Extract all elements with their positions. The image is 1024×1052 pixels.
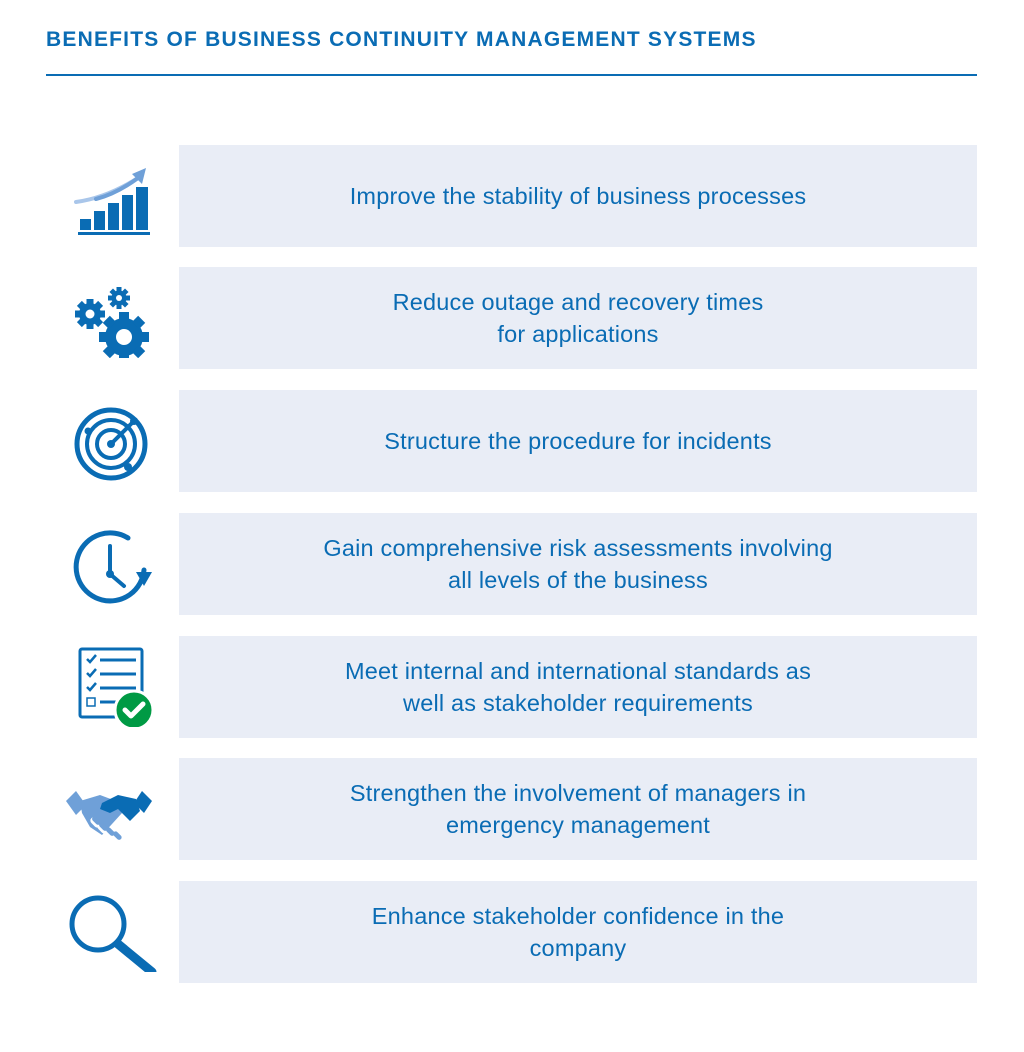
magnifier-icon xyxy=(66,892,158,972)
benefit-label-line: Reduce outage and recovery times xyxy=(392,289,764,315)
benefit-panel: Reduce outage and recovery times for app… xyxy=(179,267,977,369)
benefit-label: Structure the procedure for incidents xyxy=(384,425,772,457)
title-divider xyxy=(46,74,977,76)
benefit-row-confidence: Enhance stakeholder confidence in the co… xyxy=(0,881,1024,983)
benefit-label-line: well as stakeholder requirements xyxy=(403,690,753,716)
handshake-icon xyxy=(66,769,158,849)
benefit-label: Enhance stakeholder confidence in the co… xyxy=(372,900,784,964)
benefit-row-outage: Reduce outage and recovery times for app… xyxy=(0,267,1024,369)
benefit-panel: Structure the procedure for incidents xyxy=(179,390,977,492)
benefit-row-risk: Gain comprehensive risk assessments invo… xyxy=(0,513,1024,615)
benefit-label: Gain comprehensive risk assessments invo… xyxy=(323,532,832,596)
benefit-label-line: Meet internal and international standard… xyxy=(344,658,812,684)
benefit-panel: Strengthen the involvement of managers i… xyxy=(179,758,977,860)
benefit-label-line: all levels of the business xyxy=(448,567,708,593)
page-title: BENEFITS OF BUSINESS CONTINUITY MANAGEME… xyxy=(46,28,757,51)
benefit-label-line: emergency management xyxy=(446,812,710,838)
clock-icon xyxy=(66,524,158,604)
benefit-label-line: Structure the procedure for incidents xyxy=(384,428,772,454)
benefit-row-managers: Strengthen the involvement of managers i… xyxy=(0,758,1024,860)
benefit-row-standards: Meet internal and international standard… xyxy=(0,636,1024,738)
benefit-label: Strengthen the involvement of managers i… xyxy=(350,777,806,841)
benefit-label: Meet internal and international standard… xyxy=(345,655,811,719)
benefit-label: Improve the stability of business proces… xyxy=(350,180,807,212)
benefit-panel: Meet internal and international standard… xyxy=(179,636,977,738)
benefit-label-line: Strengthen the involvement of managers i… xyxy=(349,780,807,806)
benefit-label-line: company xyxy=(529,935,627,961)
benefit-label-line: Gain comprehensive risk assessments invo… xyxy=(323,535,833,561)
radar-icon xyxy=(66,401,158,481)
checklist-icon xyxy=(66,647,158,727)
benefit-panel: Improve the stability of business proces… xyxy=(179,145,977,247)
benefit-row-stability: Improve the stability of business proces… xyxy=(0,145,1024,247)
benefit-row-incidents: Structure the procedure for incidents xyxy=(0,390,1024,492)
gears-icon xyxy=(66,278,158,358)
benefit-panel: Enhance stakeholder confidence in the co… xyxy=(179,881,977,983)
benefit-label-line: for applications xyxy=(497,321,659,347)
benefit-panel: Gain comprehensive risk assessments invo… xyxy=(179,513,977,615)
benefit-label-line: Enhance stakeholder confidence in the xyxy=(371,903,785,929)
growth-chart-icon xyxy=(66,156,158,236)
benefit-label: Reduce outage and recovery times for app… xyxy=(393,286,764,350)
benefit-label-line: Improve the stability of business proces… xyxy=(349,183,807,209)
